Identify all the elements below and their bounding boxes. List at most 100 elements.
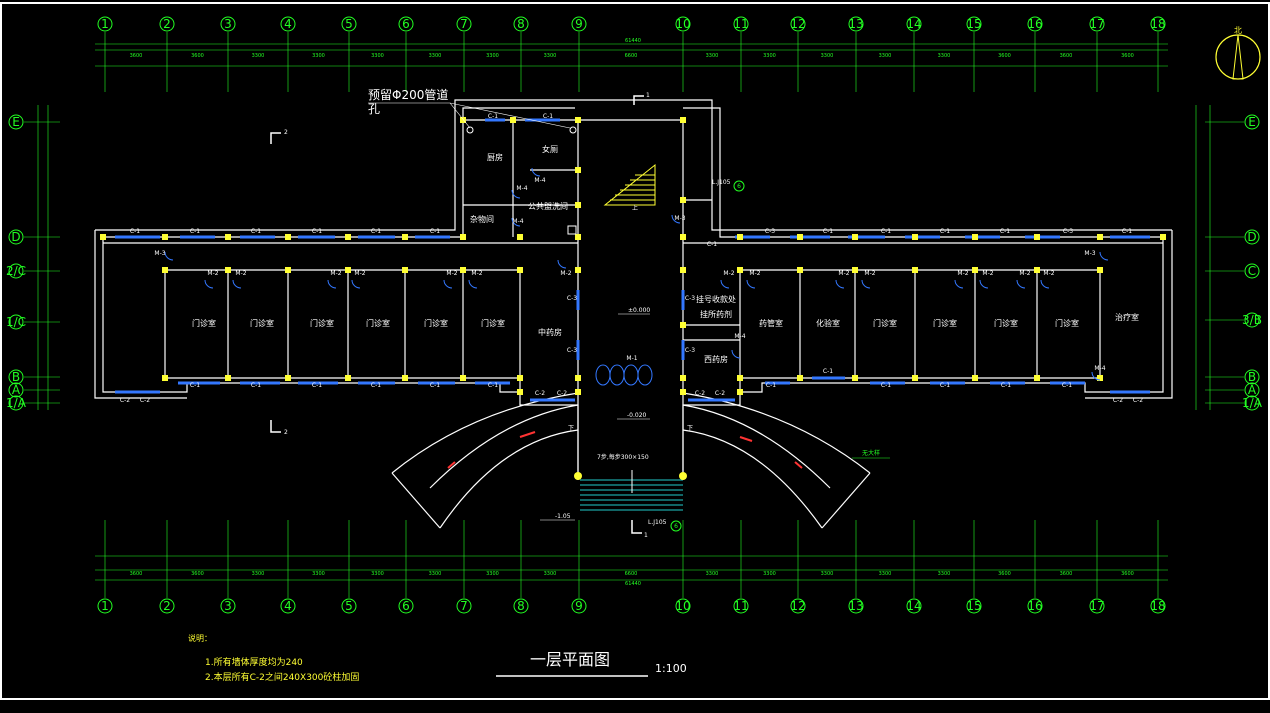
axis-top-12-label: 12 bbox=[790, 17, 805, 31]
bay-dim-top-0: 3600 bbox=[130, 53, 143, 59]
tag-c1-f: C-1 bbox=[312, 228, 322, 235]
tag-c2-h: C-2 bbox=[715, 390, 725, 397]
porch-column-0 bbox=[574, 472, 582, 480]
tag-c2-c: C-2 bbox=[1113, 397, 1123, 404]
door-14 bbox=[1040, 279, 1050, 289]
room-western-pharmacy: 西药房 bbox=[704, 354, 728, 364]
tag-m2-j: M-2 bbox=[838, 270, 849, 277]
tag-m4-c: M-4 bbox=[512, 218, 523, 225]
tag-c1-m: C-1 bbox=[1000, 228, 1010, 235]
tag-c1-i: C-1 bbox=[707, 241, 717, 248]
column-12 bbox=[852, 234, 858, 240]
bay-dim-top-7: 3300 bbox=[544, 53, 557, 59]
room-chinese-pharmacy: 中药房 bbox=[538, 327, 562, 337]
detail-num-bottom: 6 bbox=[674, 523, 678, 530]
axis-bottom-14-label: 14 bbox=[906, 599, 921, 613]
ramp-label: 无大样 bbox=[862, 449, 880, 457]
axis-top-3-label: 3 bbox=[224, 17, 232, 31]
tag-m2-e: M-2 bbox=[446, 270, 457, 277]
tag-c3-d: C-3 bbox=[567, 347, 577, 354]
building-walls bbox=[94, 99, 1173, 480]
tag-m3-a: M-3 bbox=[154, 250, 165, 257]
tag-c1-o: C-1 bbox=[190, 382, 200, 389]
door-21 bbox=[1091, 371, 1101, 381]
axis-bottom-3-circle bbox=[220, 598, 236, 614]
bay-dim-top-15: 3600 bbox=[1060, 53, 1073, 59]
axis-left-0-label: E bbox=[12, 115, 20, 129]
column-59 bbox=[680, 389, 686, 395]
room-clinic-7: 门诊室 bbox=[873, 318, 897, 328]
axis-top-15-label: 15 bbox=[966, 17, 981, 31]
axis-bottom-2-circle bbox=[159, 598, 175, 614]
column-14 bbox=[972, 234, 978, 240]
section-mark-top: 1 bbox=[646, 92, 650, 99]
axis-left-4-circle bbox=[8, 369, 24, 385]
axis-bottom-1-circle bbox=[97, 598, 113, 614]
room-clinic-4: 门诊室 bbox=[366, 318, 390, 328]
axis-right-3-label: 3/B bbox=[1242, 313, 1262, 327]
axis-bottom-12-circle bbox=[790, 598, 806, 614]
elevation-porch: -0.020 bbox=[627, 412, 647, 419]
bay-dim-bottom-2: 3300 bbox=[252, 571, 265, 577]
axis-top-13-circle bbox=[848, 16, 864, 32]
door-18 bbox=[511, 217, 521, 227]
room-women-wc: 女厕 bbox=[542, 144, 558, 154]
axis-top-9-label: 9 bbox=[575, 17, 583, 31]
tag-m2-h: M-2 bbox=[723, 270, 734, 277]
bay-dim-top-14: 3600 bbox=[998, 53, 1011, 59]
porch-curves bbox=[391, 392, 871, 529]
door-13 bbox=[1016, 279, 1026, 289]
room-clinic-6: 门诊室 bbox=[481, 318, 505, 328]
column-28 bbox=[797, 267, 803, 273]
column-22 bbox=[402, 267, 408, 273]
pipe-hole-1 bbox=[466, 126, 474, 134]
tag-c2-f: C-2 bbox=[557, 390, 567, 397]
column-33 bbox=[1097, 267, 1103, 273]
door-16 bbox=[1099, 251, 1109, 261]
columns-layer bbox=[100, 117, 1166, 480]
axis-bottom-11-circle bbox=[733, 598, 749, 614]
axis-top-14-circle bbox=[906, 16, 922, 32]
axis-top-8-label: 8 bbox=[517, 17, 525, 31]
note-2: 2.本层所有C-2之间240X300砼柱加固 bbox=[205, 671, 359, 683]
bay-dim-top-2: 3300 bbox=[252, 53, 265, 59]
column-47 bbox=[972, 375, 978, 381]
tag-m4-e: M-4 bbox=[1094, 365, 1105, 372]
pipe-leader-2 bbox=[449, 102, 471, 129]
tag-c1-d: C-1 bbox=[190, 228, 200, 235]
axis-right-3-circle bbox=[1244, 312, 1260, 328]
tag-m2-a: M-2 bbox=[207, 270, 218, 277]
room-pharmacy-office: 药管室 bbox=[759, 318, 783, 328]
axis-right-4-circle bbox=[1244, 369, 1260, 385]
axis-top-7-label: 7 bbox=[460, 17, 468, 31]
tag-m3-b: M-3 bbox=[674, 215, 685, 222]
north-label: 北 bbox=[1234, 26, 1242, 35]
tag-c3-e: C-3 bbox=[685, 295, 695, 302]
axis-right-2-circle bbox=[1244, 263, 1260, 279]
axis-bottom-7-circle bbox=[456, 598, 472, 614]
column-24 bbox=[517, 267, 523, 273]
column-57 bbox=[680, 322, 686, 328]
column-16 bbox=[1097, 234, 1103, 240]
column-2 bbox=[225, 234, 231, 240]
column-6 bbox=[460, 234, 466, 240]
axis-top-8-circle bbox=[513, 16, 529, 32]
axis-top-4-label: 4 bbox=[284, 17, 292, 31]
bay-dim-bottom-7: 3300 bbox=[544, 571, 557, 577]
column-9 bbox=[680, 234, 686, 240]
detail-ref-bottom: L.J105 bbox=[648, 519, 667, 526]
tag-c2-e: C-2 bbox=[535, 390, 545, 397]
column-23 bbox=[460, 267, 466, 273]
axis-top-16-circle bbox=[1027, 16, 1043, 32]
axis-top-3-circle bbox=[220, 16, 236, 32]
column-38 bbox=[402, 375, 408, 381]
column-31 bbox=[972, 267, 978, 273]
axis-top-2-circle bbox=[159, 16, 175, 32]
door-11 bbox=[954, 279, 964, 289]
north-arrow-icon bbox=[1232, 34, 1244, 80]
axis-bottom-4-circle bbox=[280, 598, 296, 614]
bay-dim-bottom-15: 3600 bbox=[1060, 571, 1073, 577]
stair-up-label: 上 bbox=[632, 204, 638, 212]
dimension-lines: 3600360036003600330033003300330033003300… bbox=[24, 32, 1244, 598]
